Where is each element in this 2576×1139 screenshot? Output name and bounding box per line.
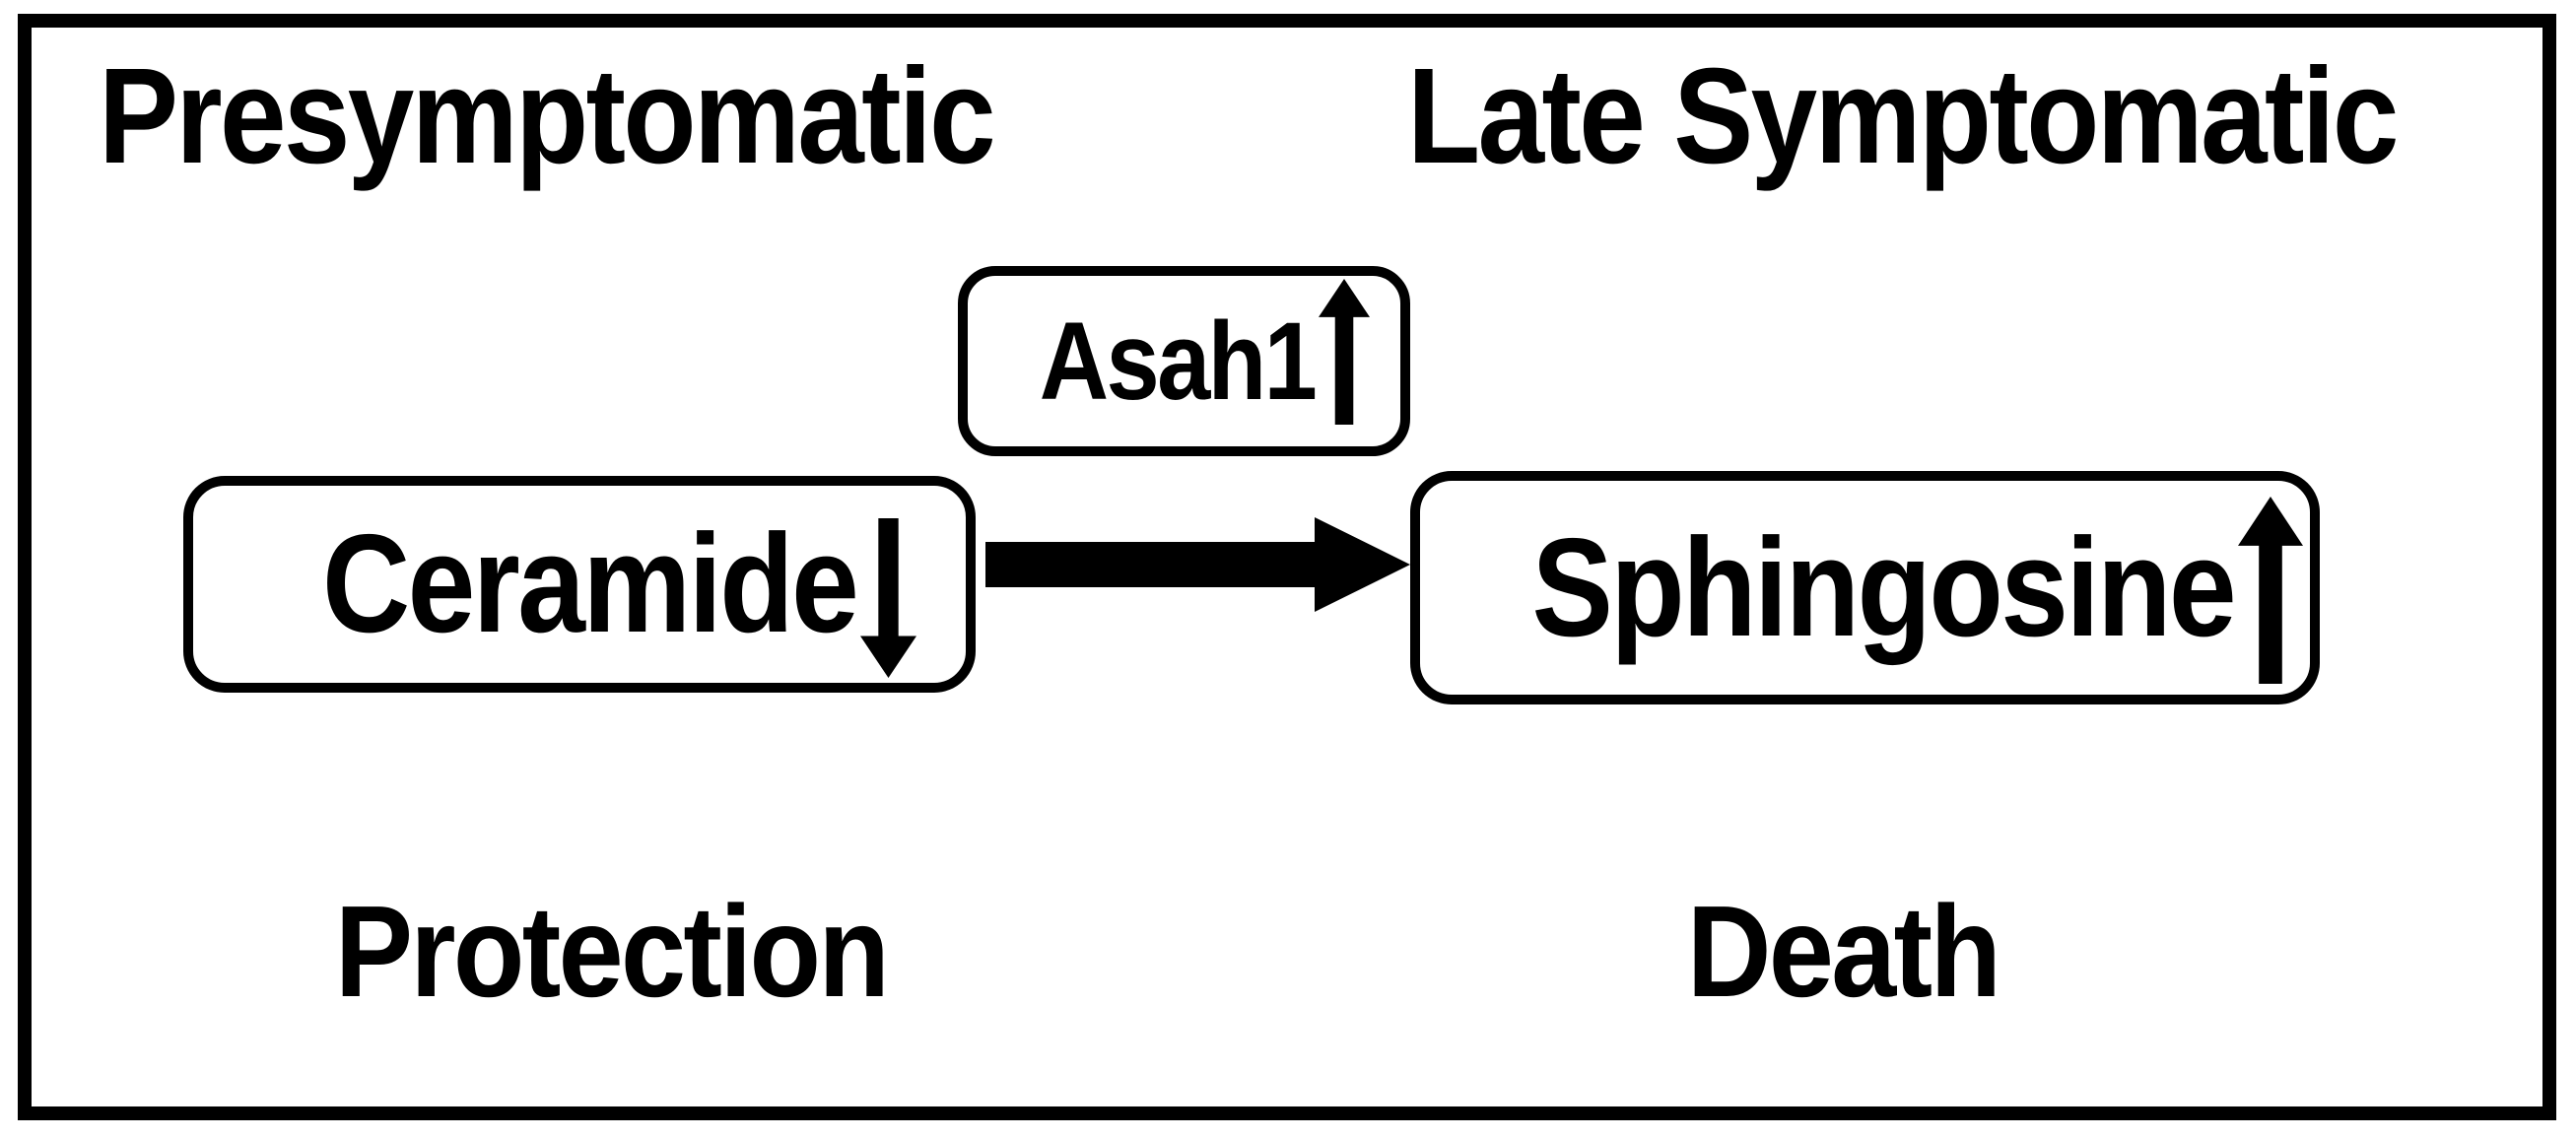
ceramide-box: Ceramide [183,476,976,693]
flow-arrow-icon [985,515,1410,614]
up-arrow-icon [1319,278,1371,435]
up-arrow-icon [2238,495,2303,684]
stage-label-late-symptomatic: Late Symptomatic [1407,40,2399,192]
down-arrow-icon [860,504,917,678]
ceramide-label: Ceramide [321,505,859,662]
outcome-label-death: Death [1686,879,2001,1024]
asah1-label: Asah1 [1039,299,1318,423]
sphingosine-label: Sphingosine [1531,508,2236,666]
asah1-box: Asah1 [958,266,1410,456]
outcome-label-protection: Protection [334,879,890,1024]
sphingosine-box: Sphingosine [1410,471,2320,704]
stage-label-presymptomatic: Presymptomatic [99,40,996,192]
